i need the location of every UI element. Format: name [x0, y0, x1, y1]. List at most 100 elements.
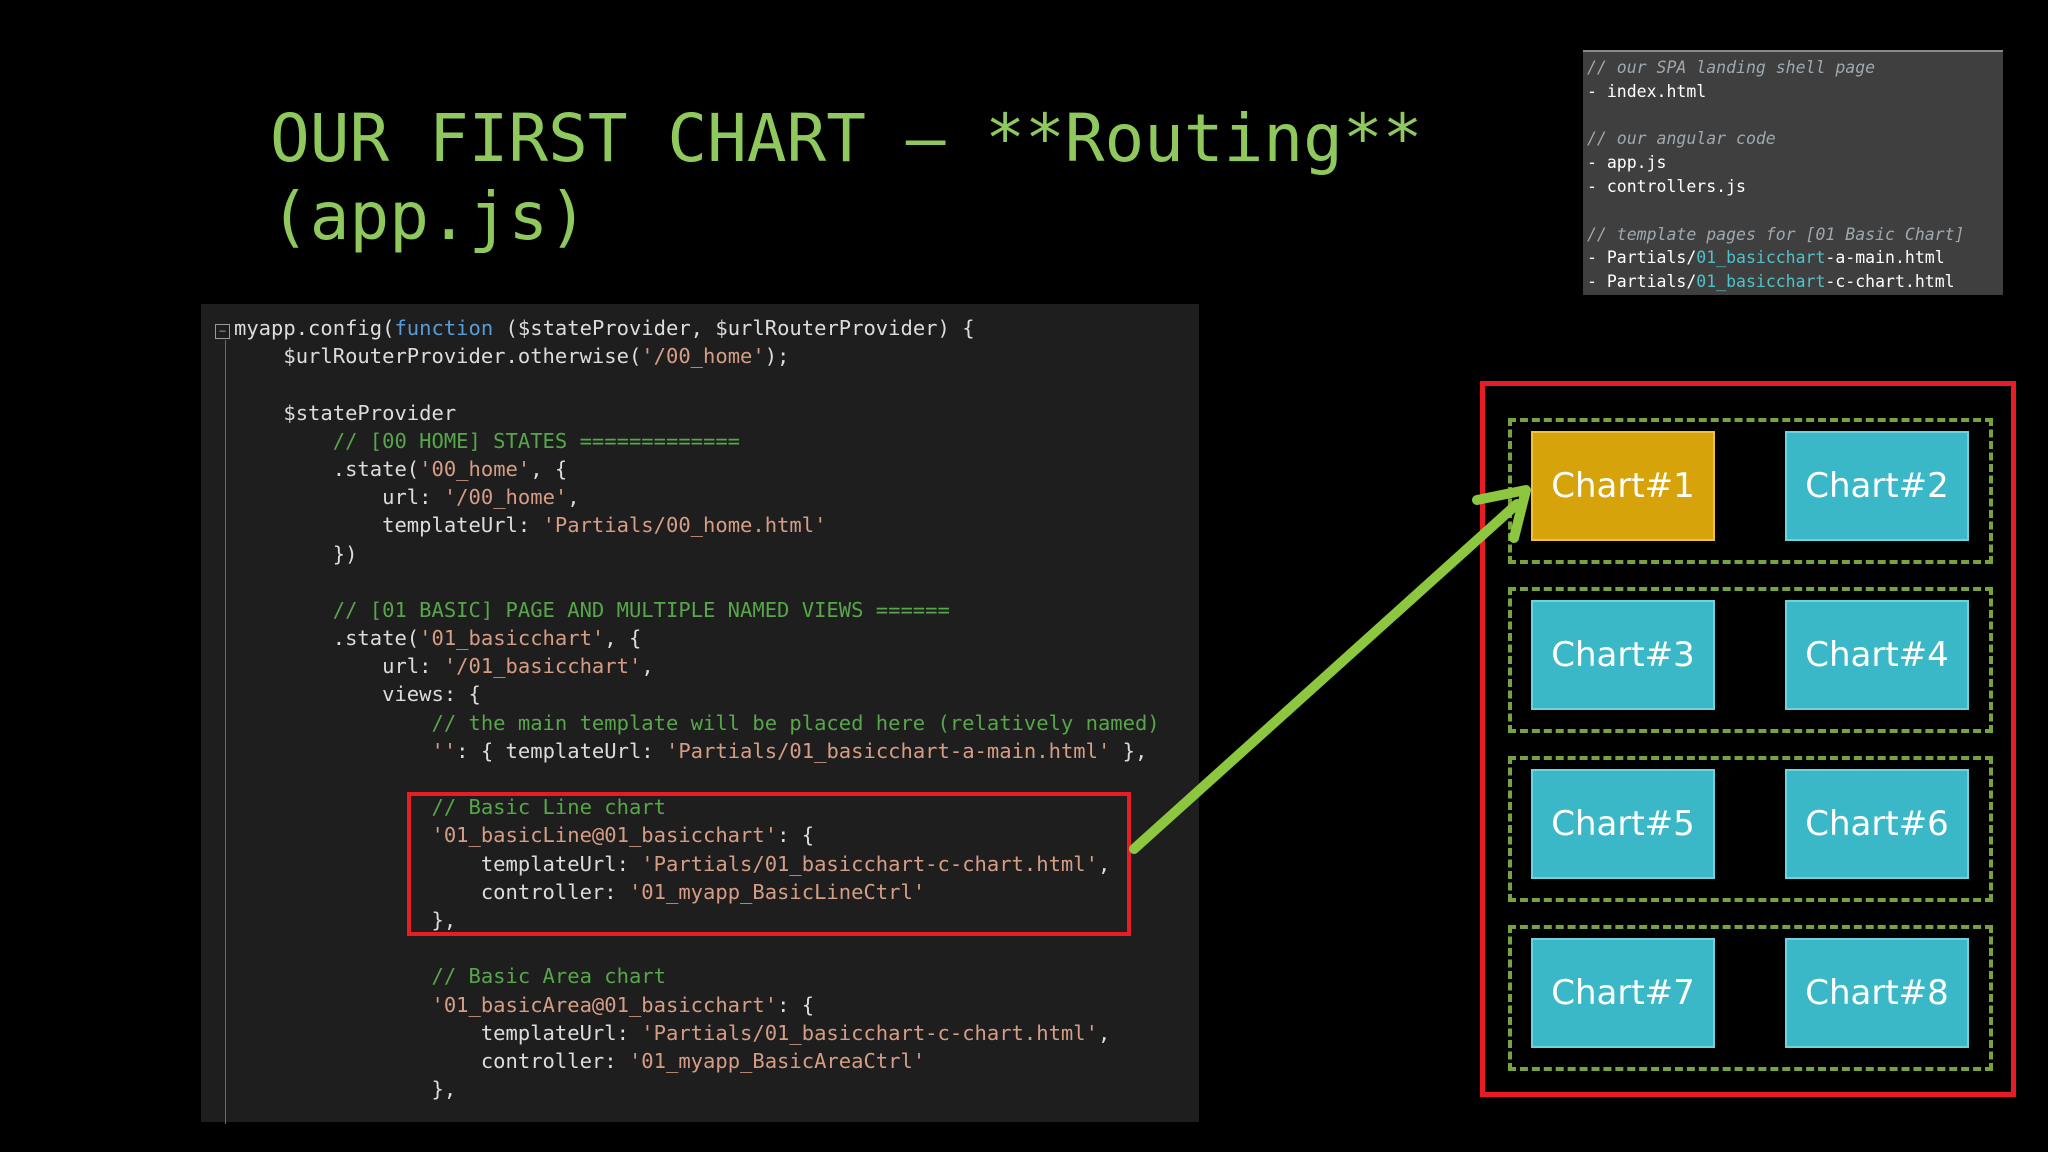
code-line: // [01 BASIC] PAGE AND MULTIPLE NAMED VI…	[234, 596, 1160, 624]
code-token: // Basic Line chart	[234, 795, 666, 820]
code-line	[234, 765, 1160, 793]
code-token: '01_basicLine@01_basicchart'	[234, 823, 778, 848]
code-line: // Basic Line chart	[234, 793, 1160, 821]
code-token: // [00 HOME] STATES =============	[234, 428, 741, 453]
template-pages-comment: // template pages for [01 Basic Chart]	[1587, 224, 1965, 244]
code-token: controller:	[234, 879, 629, 904]
code-line: '': { templateUrl: 'Partials/01_basiccha…	[234, 737, 1160, 765]
code-token: ''	[234, 738, 457, 763]
slide-title-line2: (app.js)	[270, 178, 588, 255]
code-line	[234, 568, 1160, 596]
code-token: ,	[1097, 851, 1111, 876]
partials-prefix: - Partials/	[1587, 272, 1697, 292]
code-line: templateUrl: 'Partials/01_basicchart-c-c…	[234, 1019, 1160, 1047]
code-token: .state(	[234, 626, 420, 651]
code-line: myapp.config(function ($stateProvider, $…	[234, 314, 1160, 342]
basic-line-highlight-box	[407, 792, 1131, 936]
chart-tile-2[interactable]: Chart#2	[1785, 431, 1969, 541]
code-line: $stateProvider	[234, 399, 1160, 427]
code-token: 'Partials/00_home.html'	[542, 513, 827, 538]
code-line	[234, 370, 1160, 398]
partial-suffix: -a-main.html	[1825, 248, 1945, 268]
code-line: .state('01_basicchart', {	[234, 624, 1160, 652]
code-token: $urlRouterProvider.otherwise(	[234, 344, 642, 369]
partials-prefix: - Partials/	[1587, 248, 1697, 268]
code-token: },	[234, 1077, 457, 1102]
note-spacer	[1587, 199, 2003, 223]
file-notes-panel: // our SPA landing shell page - index.ht…	[1583, 50, 2003, 295]
code-token: '/01_basicchart'	[443, 654, 642, 679]
code-token: // the main template will be placed here…	[234, 710, 1160, 735]
code-token: '01_myapp_BasicLineCtrl'	[628, 879, 926, 904]
code-token: ,	[1097, 1020, 1111, 1045]
code-token: $stateProvider	[234, 400, 457, 425]
code-token: 'Partials/01_basicchart-c-chart.html'	[641, 851, 1098, 876]
code-line: },	[234, 1075, 1160, 1103]
code-line: url: '/00_home',	[234, 483, 1160, 511]
code-token: , {	[604, 626, 642, 651]
code-token: url:	[234, 654, 444, 679]
partial-name-highlight: 01_basicchart	[1696, 248, 1826, 268]
code-line: templateUrl: 'Partials/01_basicchart-c-c…	[234, 850, 1160, 878]
index-file-item: - index.html	[1587, 81, 1707, 101]
chart-tile-5[interactable]: Chart#5	[1531, 769, 1715, 879]
code-lines: myapp.config(function ($stateProvider, $…	[234, 314, 1160, 1103]
code-token: function	[394, 316, 494, 340]
code-token: );	[764, 344, 790, 369]
code-line: $urlRouterProvider.otherwise('/00_home')…	[234, 342, 1160, 370]
code-token: 'Partials/01_basicchart-c-chart.html'	[641, 1020, 1098, 1045]
code-token: ($stateProvider, $urlRouterProvider) {	[493, 316, 975, 340]
code-token: },	[234, 907, 457, 932]
code-token: templateUrl:	[234, 513, 543, 538]
partial-name-highlight: 01_basicchart	[1696, 272, 1826, 292]
code-token: views: {	[234, 682, 481, 707]
chart-tile-6[interactable]: Chart#6	[1785, 769, 1969, 879]
code-line: },	[234, 906, 1160, 934]
slide-title-line1: OUR FIRST CHART – **Routing**	[270, 100, 1423, 177]
chart-partial-item: - Partials/01_basicchart-c-chart.html	[1587, 270, 2003, 294]
code-line: views: {	[234, 680, 1160, 708]
partial-suffix: -c-chart.html	[1825, 272, 1955, 292]
note-spacer	[1587, 104, 2003, 128]
code-line: '01_basicArea@01_basicchart': {	[234, 991, 1160, 1019]
code-token: templateUrl:	[234, 1020, 642, 1045]
code-token: : {	[777, 823, 815, 848]
code-line: // Basic Area chart	[234, 962, 1160, 990]
chart-tile-4[interactable]: Chart#4	[1785, 600, 1969, 710]
code-token: '01_basicchart'	[419, 626, 605, 651]
code-token: : { templateUrl:	[456, 738, 666, 763]
code-token: // [01 BASIC] PAGE AND MULTIPLE NAMED VI…	[234, 597, 950, 622]
spa-shell-comment: // our SPA landing shell page	[1587, 58, 1876, 77]
code-token: myapp.config(	[234, 316, 395, 340]
code-token: 'Partials/01_basicchart-a-main.html'	[666, 738, 1111, 763]
code-fold-guide	[225, 340, 226, 1124]
angular-code-comment: // our angular code	[1587, 129, 1776, 149]
chart-tile-8[interactable]: Chart#8	[1785, 938, 1969, 1048]
code-line: // [00 HOME] STATES =============	[234, 427, 1160, 455]
code-editor-panel: − myapp.config(function ($stateProvider,…	[201, 304, 1199, 1124]
code-token: })	[234, 541, 358, 566]
code-token: '00_home'	[419, 456, 531, 481]
code-line: })	[234, 540, 1160, 568]
code-token: ,	[641, 654, 654, 679]
app-js-item: - app.js	[1587, 153, 1667, 173]
controllers-js-item: - controllers.js	[1587, 176, 1746, 196]
code-token: '/00_home'	[443, 485, 568, 510]
code-token: // Basic Area chart	[234, 964, 666, 989]
chart-tile-3[interactable]: Chart#3	[1531, 600, 1715, 710]
code-line: '01_basicLine@01_basicchart': {	[234, 821, 1160, 849]
code-token: url:	[234, 485, 444, 510]
code-line: // the main template will be placed here…	[234, 709, 1160, 737]
chart-tile-1[interactable]: Chart#1	[1531, 431, 1715, 541]
code-line: url: '/01_basicchart',	[234, 652, 1160, 680]
code-token: controller:	[234, 1048, 629, 1073]
chart-tile-7[interactable]: Chart#7	[1531, 938, 1715, 1048]
code-token: '/00_home'	[641, 344, 765, 369]
code-token: .state(	[234, 456, 420, 481]
code-token: },	[1110, 738, 1148, 763]
code-line: templateUrl: 'Partials/00_home.html'	[234, 511, 1160, 539]
collapse-toggle-icon[interactable]: −	[215, 324, 230, 339]
code-line: .state('00_home', {	[234, 455, 1160, 483]
code-token: templateUrl:	[234, 851, 642, 876]
main-partial-item: - Partials/01_basicchart-a-main.html	[1587, 246, 2003, 270]
